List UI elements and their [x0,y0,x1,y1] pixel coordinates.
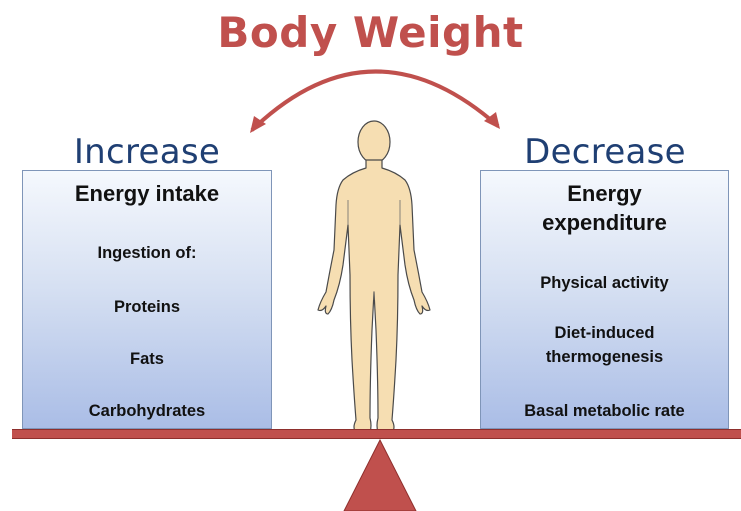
fulcrum-triangle [344,440,416,511]
